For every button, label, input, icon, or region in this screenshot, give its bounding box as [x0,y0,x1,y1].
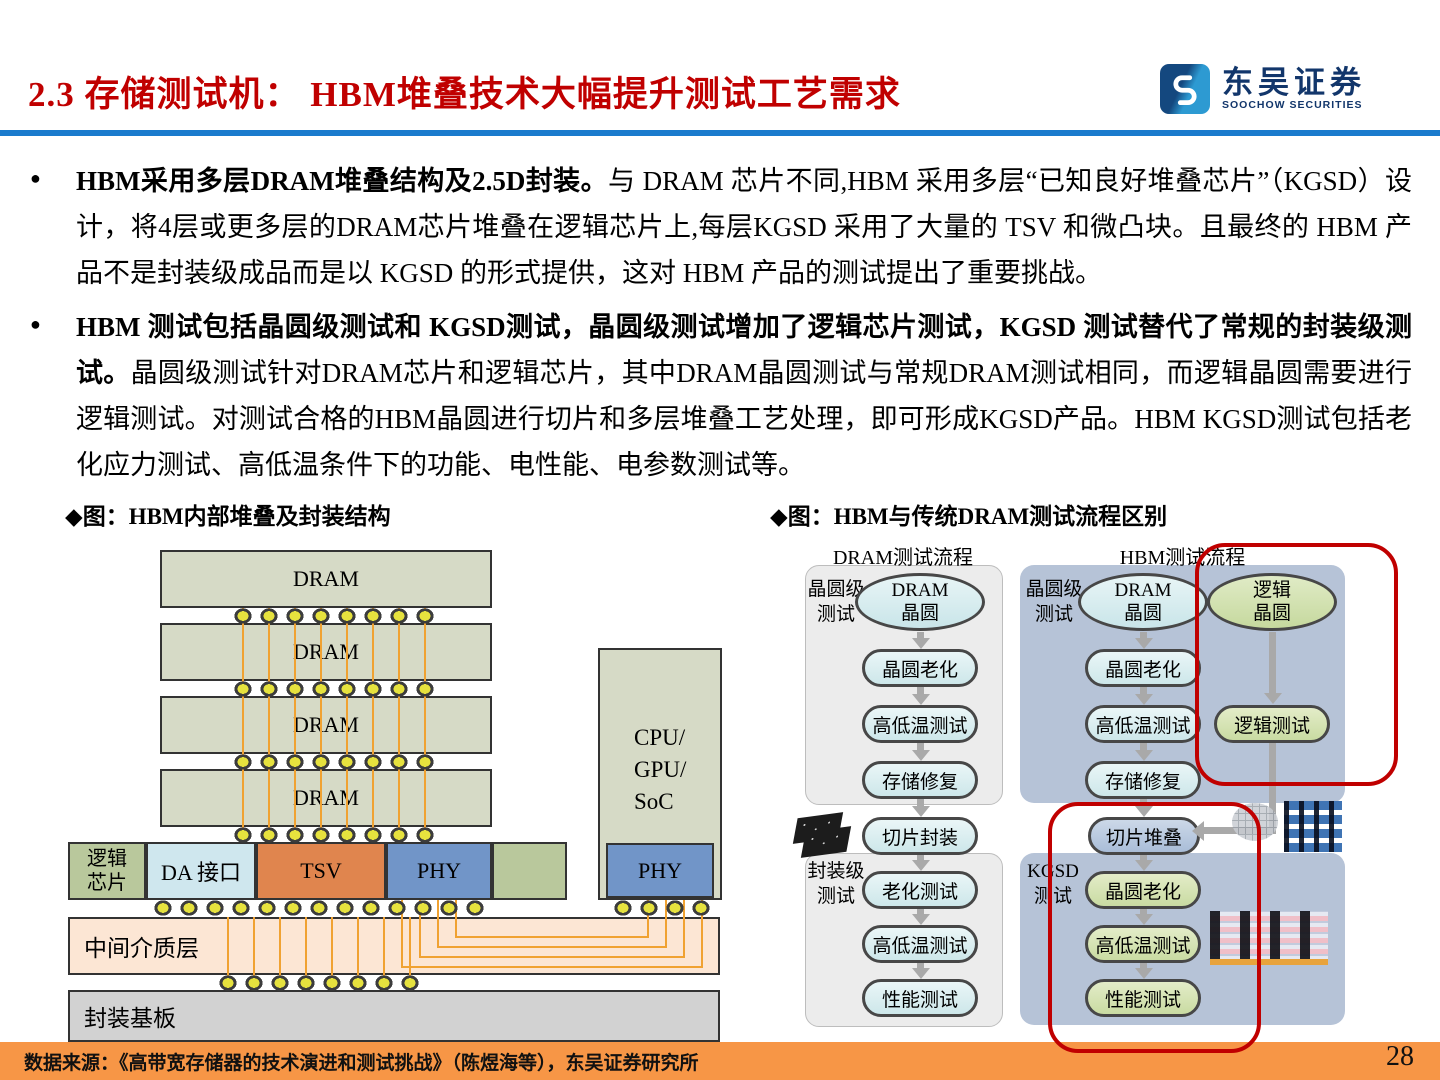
logic-chip-label: 逻辑 芯片 [87,848,127,894]
arrow-down-icon [1269,632,1276,694]
microbump-row-icon [215,975,425,991]
kgsd-stage-label: KGSD 测试 [1027,861,1079,907]
flow-node-hbm-dram-wafer: DRAM 晶圆 [1078,573,1208,631]
page-number: 28 [1386,1041,1414,1072]
tsv-box: TSV [256,842,386,900]
tsv-lines [230,608,438,842]
left-figure-caption: ◆图：HBM内部堆叠及封装结构 [65,504,391,529]
soc-phy-box: PHY [606,843,714,898]
arrow-down-icon [917,799,924,807]
flow-node-kgsd-burnin: 晶圆老化 [1085,871,1201,909]
right-figure-caption: ◆图：HBM与传统DRAM测试流程区别 [770,504,1168,529]
flow-node-dram-wafer: DRAM 晶圆 [855,573,985,631]
bullet-marker-icon: ● [30,314,41,334]
arrow-down-icon [917,909,924,915]
flow-node-logic-wafer: 逻辑 晶圆 [1207,573,1337,631]
dram-die-1: DRAM [160,550,492,608]
arrow-down-icon [1140,632,1147,639]
phy-box: PHY [386,842,492,900]
arrow-down-icon [1140,687,1147,695]
hbm-stack-diagram: DRAM DRAM DRAM DRAM 逻辑 芯片 DA 接口 TSV PHY … [65,540,755,1045]
da-interface-box: DA 接口 [146,842,256,900]
bullet-1-paragraph: HBM采用多层DRAM堆叠结构及2.5D封装。与 DRAM 芯片不同,HBM 采… [76,158,1412,296]
bullet-2-rest: 晶圆级测试针对DRAM芯片和逻辑芯片，其中DRAM晶圆测试与常规DRAM测试相同… [76,358,1412,480]
stacked-modules-icon [1284,801,1342,852]
interposer-route-line [401,900,703,968]
interposer-route-line [437,900,667,948]
microbump-row-icon [610,900,714,916]
flow-node-kgsd-temp-test: 高低温测试 [1085,925,1201,963]
logo-en-text: SOOCHOW SECURITIES [1222,98,1363,111]
arrow-down-icon [1140,855,1147,861]
microbump-row-icon [230,608,438,624]
flow-node-temp-test2: 高低温测试 [862,925,978,963]
flow-node-performance-test: 性能测试 [862,979,978,1017]
dram-package-stage-label: 封装级 测试 [807,861,865,907]
bullet-2-lead: HBM 测试包括晶圆级测试和 KGSD测试，晶圆级测试增加了逻辑芯片测试，KGS… [76,312,1412,388]
soochow-logo-text: 东吴证券 SOOCHOW SECURITIES [1222,64,1366,112]
interposer-label: 中间介质层 [84,936,199,961]
soochow-logo: 东吴证券 SOOCHOW SECURITIES [1160,64,1366,114]
soochow-logo-icon [1160,64,1210,114]
arrow-down-icon [917,632,924,639]
flow-node-hbm-temp-test: 高低温测试 [1085,705,1201,743]
flow-node-wafer-burnin: 晶圆老化 [862,649,978,687]
bullet-1-rest: 与 DRAM 芯片不同,HBM 采用多层“已知良好堆叠芯片”（KGSD）设计，将… [76,166,1412,288]
test-flow-diagram: DRAM测试流程 HBM测试流程 晶圆级 测试 封装级 测试 晶圆级 测试 KG… [770,535,1440,1080]
bullet-2-paragraph: HBM 测试包括晶圆级测试和 KGSD测试，晶圆级测试增加了逻辑芯片测试，KGS… [76,304,1412,488]
arrow-down-icon [917,963,924,969]
flow-node-kgsd-performance: 性能测试 [1085,979,1201,1017]
substrate-box: 封装基板 [68,990,720,1042]
dram-flow-title: DRAM测试流程 [832,547,973,569]
flow-node-burnin-test: 老化测试 [862,871,978,909]
flow-node-hbm-memory-repair: 存储修复 [1085,761,1201,799]
page-title: 2.3 存储测试机： HBM堆叠技术大幅提升测试工艺需求 [28,75,901,114]
dram-wafer-stage-label: 晶圆级 测试 [807,579,865,625]
bullet-1-lead: HBM采用多层DRAM堆叠结构及2.5D封装。 [76,166,609,196]
body-text: ● HBM采用多层DRAM堆叠结构及2.5D封装。与 DRAM 芯片不同,HBM… [30,158,1412,496]
header-divider [0,130,1440,136]
arrow-down-icon [1140,963,1147,969]
flow-node-dice-package: 切片封装 [862,817,978,855]
packaged-chips-icon [792,811,852,861]
logic-flow-connector [1269,743,1276,834]
bullet-item-2: ● HBM 测试包括晶圆级测试和 KGSD测试，晶圆级测试增加了逻辑芯片测试，K… [30,304,1412,488]
flow-node-logic-test: 逻辑测试 [1214,705,1330,743]
bullet-item-1: ● HBM采用多层DRAM堆叠结构及2.5D封装。与 DRAM 芯片不同,HBM… [30,158,1412,296]
flow-node-memory-repair: 存储修复 [862,761,978,799]
interposer-route-line [419,900,685,958]
logic-test-highlight-box [1195,543,1398,786]
flow-node-temp-test: 高低温测试 [862,705,978,743]
arrow-down-icon [917,855,924,861]
flow-node-hbm-wafer-burnin: 晶圆老化 [1085,649,1201,687]
soc-label: CPU/ GPU/ SoC [634,725,687,814]
microbump-row-icon [230,754,438,770]
logo-cn-text: 东吴证券 [1222,64,1366,100]
arrow-down-icon [1140,743,1147,751]
arrow-down-icon [1140,909,1147,915]
kgsd-highlight-box [1048,802,1261,1053]
arrow-down-icon [917,743,924,751]
hbm-wafer-stage-label: 晶圆级 测试 [1025,579,1083,625]
logic-die-spare-box [492,842,567,900]
flow-node-dice-stack: 切片堆叠 [1088,817,1200,855]
microbump-row-icon [230,681,438,697]
die-cross-section-icon [1210,911,1328,965]
microbump-row-icon [230,827,438,843]
substrate-label: 封装基板 [84,1006,176,1031]
bullet-marker-icon: ● [30,168,41,188]
footer-bar: 数据来源：《高带宽存储器的技术演进和测试挑战》（陈煜海等），东吴证券研究所 [0,1042,1440,1080]
logic-chip-box: 逻辑 芯片 [68,842,146,900]
microbump-row-icon [150,900,490,916]
arrow-down-icon [917,687,924,695]
data-source-text: 数据来源：《高带宽存储器的技术演进和测试挑战》（陈煜海等），东吴证券研究所 [24,1052,699,1074]
interposer-route-line [455,900,649,938]
